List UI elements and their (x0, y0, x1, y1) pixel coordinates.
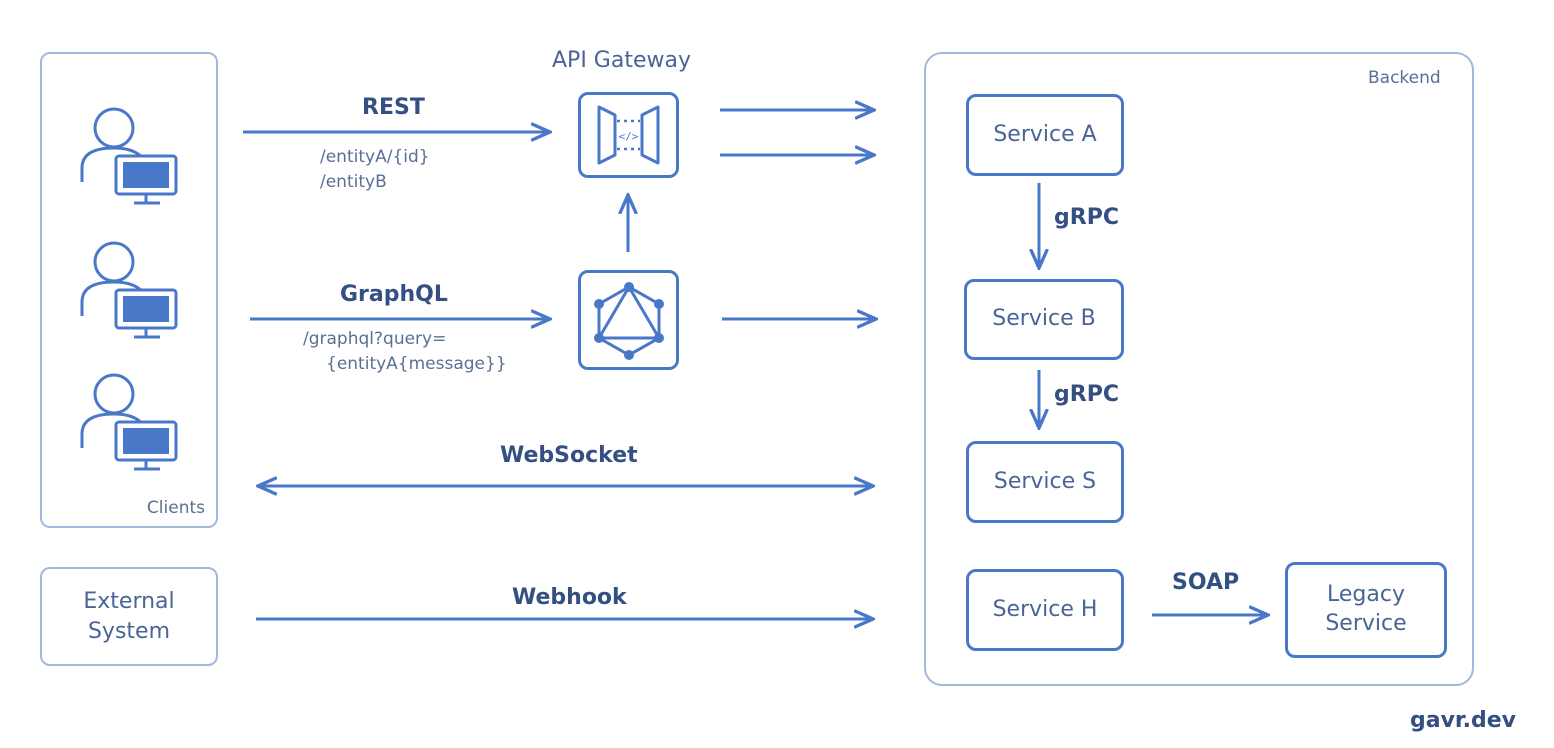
api-gateway-label: API Gateway (552, 48, 691, 73)
clients-group (40, 52, 218, 528)
backend-group (924, 52, 1474, 686)
service-s-label: Service S (993, 468, 1097, 494)
legacy-service-label: Legacy Service (1325, 582, 1407, 636)
external-system-label: External System (83, 588, 175, 644)
websocket-label: WebSocket (500, 443, 638, 468)
backend-label: Backend (1368, 68, 1441, 88)
client-icon-2 (80, 241, 178, 339)
graphql-path-2: {entityA{message}} (326, 354, 507, 374)
client-icon-1 (80, 107, 178, 205)
service-s-box: Service S (966, 441, 1124, 523)
rest-path-2: /entityB (320, 172, 387, 192)
service-a-label: Service A (993, 121, 1097, 147)
graphql-logo-icon (578, 270, 679, 370)
legacy-service-box: Legacy Service (1285, 562, 1447, 658)
graphql-path-1: /graphql?query= (303, 329, 447, 349)
graphql-label: GraphQL (340, 282, 448, 307)
service-h-label: Service H (992, 596, 1098, 622)
service-b-label: Service B (992, 306, 1096, 332)
service-a-box: Service A (966, 94, 1124, 176)
rest-label: REST (362, 95, 425, 120)
grpc-label-1: gRPC (1054, 205, 1119, 230)
soap-label: SOAP (1172, 570, 1240, 595)
clients-label: Clients (146, 498, 205, 518)
client-icon-3 (80, 373, 178, 471)
watermark: gavr.dev (1410, 708, 1517, 733)
api-gateway-icon: </> (578, 92, 679, 178)
service-h-box: Service H (966, 569, 1124, 651)
grpc-label-2: gRPC (1054, 382, 1119, 407)
rest-path-1: /entityA/{id} (320, 147, 430, 167)
gateway-code-glyph: </> (619, 130, 639, 143)
service-b-box: Service B (964, 279, 1124, 360)
webhook-label: Webhook (512, 585, 627, 610)
external-system-box: External System (40, 567, 218, 666)
